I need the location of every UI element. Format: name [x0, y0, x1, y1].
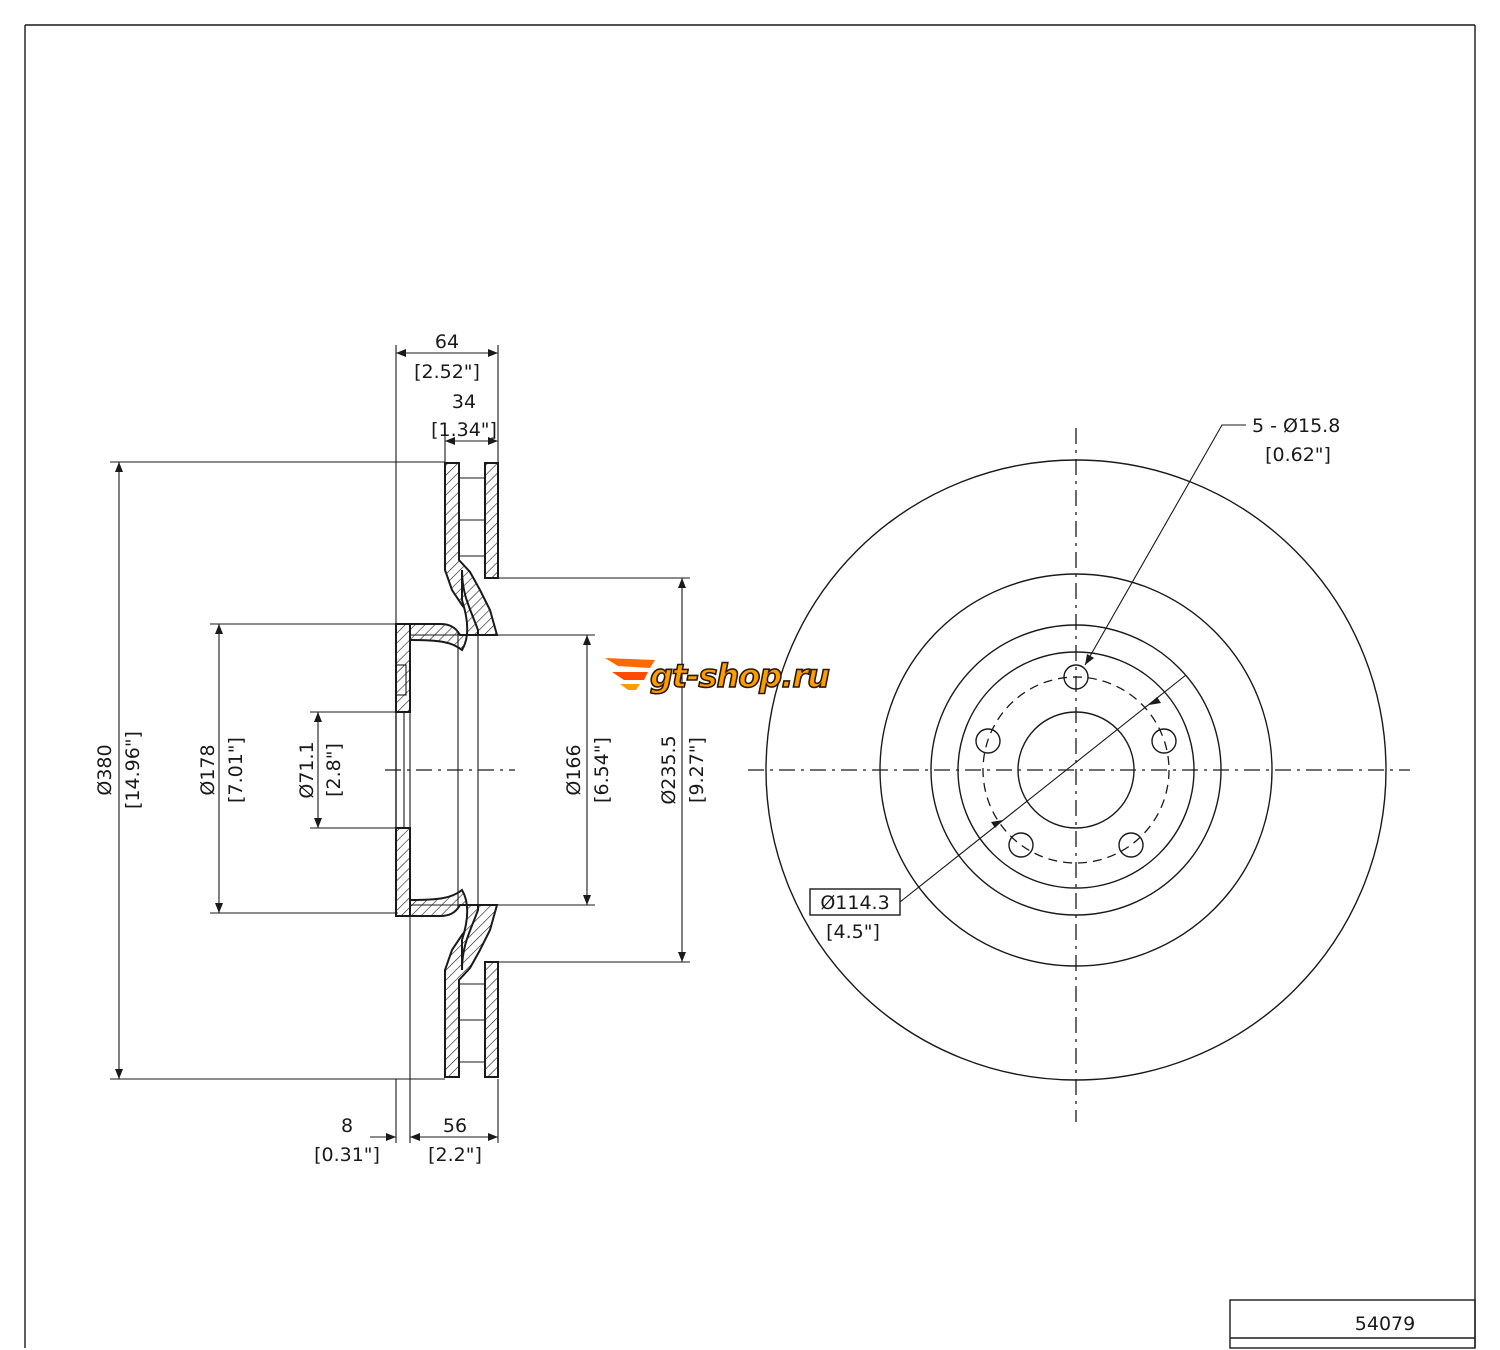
bolt-hole	[1151, 728, 1177, 754]
braking-inner-diameter-mm: Ø235.5	[658, 735, 680, 804]
center-bore-mm: Ø71.1	[296, 741, 318, 798]
part-number: 54079	[1355, 1313, 1415, 1335]
logo-speed-stripe	[620, 684, 640, 690]
upper-vent-slots	[459, 477, 485, 557]
offset-mm: 56	[443, 1115, 467, 1137]
overall-width-mm: 64	[435, 331, 459, 353]
dim-overall-width: 64 [2.52"]	[395, 331, 499, 625]
hat-outer-edge	[930, 624, 1222, 916]
bolt-hole	[1063, 664, 1089, 690]
overall-width-in: [2.52"]	[414, 361, 480, 383]
bolt-holes-in: [0.62"]	[1265, 444, 1331, 466]
bolt-hole	[1008, 832, 1034, 858]
dim-outer-diameter: Ø380 [14.96"]	[94, 461, 445, 1080]
mounting-flange-lower	[395, 827, 411, 917]
offset-in: [2.2"]	[428, 1144, 482, 1166]
outer-diameter-mm: Ø380	[94, 744, 116, 795]
dim-center-bore: Ø71.1 [2.8"]	[296, 711, 396, 829]
flange-thickness-in: [0.31"]	[314, 1144, 380, 1166]
title-block: 54079	[1229, 1299, 1476, 1349]
stud-hole	[395, 664, 407, 696]
bolt-circle-mm: Ø114.3	[820, 892, 889, 914]
braking-surface-inner-edge	[879, 573, 1273, 967]
hat-width-in: [1.34"]	[431, 419, 497, 441]
hat-width-mm: 34	[452, 391, 476, 413]
center-bore-in: [2.8"]	[323, 743, 345, 797]
lower-inner-plate	[484, 961, 499, 1078]
inner-hat-diameter-in: [6.54"]	[591, 737, 613, 803]
front-view: 5 - Ø15.8 [0.62"] Ø114.3 [4.5"]	[748, 415, 1410, 1122]
rotor-outer-edge	[765, 459, 1387, 1081]
center-bore	[1017, 711, 1135, 829]
watermark-logo: gt-shop.ru	[605, 656, 831, 696]
mounting-flange-upper	[395, 623, 411, 713]
dim-hat-width: 34 [1.34"]	[431, 391, 498, 463]
flange-thickness-mm: 8	[341, 1115, 353, 1137]
dim-inner-hat-diameter: Ø166 [6.54"]	[410, 634, 613, 906]
bolt-holes	[975, 664, 1177, 858]
bolt-hole	[1118, 832, 1144, 858]
hat-inner-edge	[957, 651, 1195, 889]
bolt-circle-box	[809, 888, 901, 916]
side-view: 64 [2.52"] 34 [1.34"] Ø380 [14.96"]	[94, 331, 708, 1166]
inner-hat-diameter-mm: Ø166	[563, 744, 585, 795]
hat-diameter-mm: Ø178	[197, 744, 219, 795]
drawing-frame	[24, 24, 1476, 1348]
logo-text: gt-shop.ru	[650, 657, 829, 695]
hat-diameter-in: [7.01"]	[225, 737, 247, 803]
dim-hat-diameter: Ø178 [7.01"]	[197, 623, 398, 914]
bolt-circle-in: [4.5"]	[826, 921, 880, 943]
logo-speed-stripe	[612, 672, 648, 680]
upper-inner-plate	[484, 462, 499, 579]
lower-vent-slots	[459, 983, 485, 1063]
logo-speed-stripe	[605, 658, 655, 668]
dim-braking-inner-diameter: Ø235.5 [9.27"]	[498, 577, 708, 963]
bolt-circle	[982, 676, 1170, 864]
braking-inner-diameter-in: [9.27"]	[686, 737, 708, 803]
bolt-hole	[975, 728, 1001, 754]
dim-bolt-holes: 5 - Ø15.8 [0.62"]	[1084, 415, 1340, 666]
outer-diameter-in: [14.96"]	[122, 731, 144, 809]
bolt-holes-mm: 5 - Ø15.8	[1252, 415, 1340, 437]
dim-flange-and-offset: 8 [0.31"] 56 [2.2"]	[314, 916, 499, 1166]
dim-bolt-circle: Ø114.3 [4.5"]	[809, 674, 1187, 943]
